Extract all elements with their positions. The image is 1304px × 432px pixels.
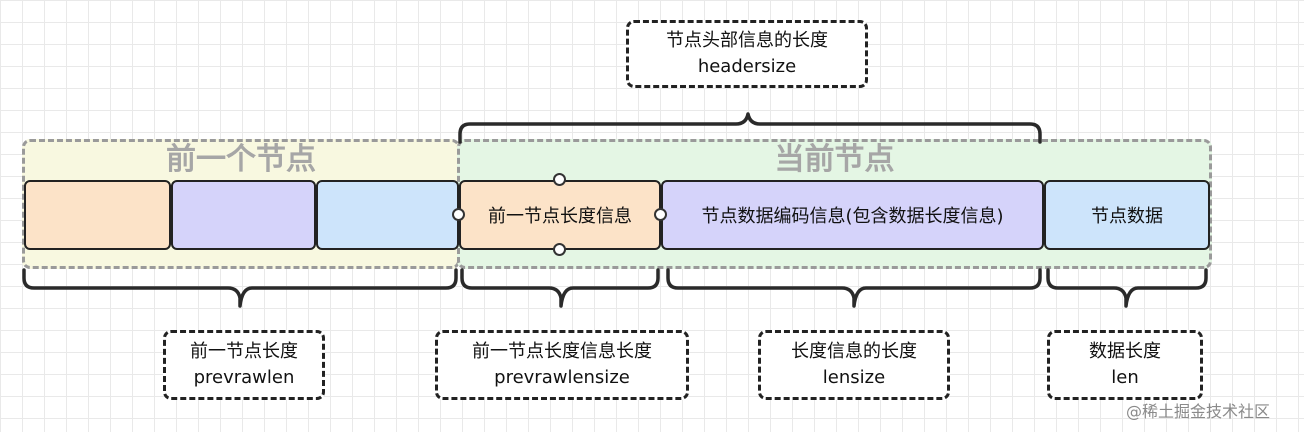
previous-node-cell-1	[24, 180, 171, 250]
headersize-note-field: headersize	[697, 56, 797, 77]
header-brace	[458, 112, 1042, 144]
selection-handle-left[interactable]	[452, 208, 465, 221]
prevrawlen-note-field: prevrawlen	[193, 367, 295, 388]
len-note-field: len	[1111, 367, 1139, 388]
headersize-note-title: 节点头部信息的长度	[666, 30, 828, 51]
prevrawlen-brace	[22, 268, 458, 308]
prevrawlensize-note-field: prevrawlensize	[494, 367, 630, 388]
lensize-note-field: lensize	[822, 367, 886, 388]
current-node-title: 当前节点	[774, 142, 895, 177]
previous-node-cell-3	[316, 180, 459, 250]
selection-handle-top[interactable]	[553, 173, 566, 186]
prevrawlensize-brace	[460, 268, 660, 308]
lensize-note: 长度信息的长度 lensize	[758, 330, 950, 400]
prev-length-info-cell[interactable]: 前一节点长度信息	[459, 180, 661, 250]
selection-handle-right[interactable]	[654, 208, 667, 221]
lensize-note-title: 长度信息的长度	[791, 341, 917, 362]
previous-node-title: 前一个节点	[166, 142, 316, 177]
previous-node-cell-2	[171, 180, 316, 250]
prevrawlen-note-title: 前一节点长度	[190, 341, 298, 362]
len-brace	[1046, 268, 1208, 308]
len-note: 数据长度 len	[1047, 330, 1203, 400]
selection-handle-bottom[interactable]	[553, 243, 566, 256]
prevrawlensize-note: 前一节点长度信息长度 prevrawlensize	[435, 330, 689, 400]
len-note-title: 数据长度	[1089, 341, 1161, 362]
prevrawlensize-note-title: 前一节点长度信息长度	[472, 341, 652, 362]
headersize-note: 节点头部信息的长度 headersize	[626, 20, 868, 88]
prevrawlen-note: 前一节点长度 prevrawlen	[163, 330, 325, 400]
node-data-cell: 节点数据	[1044, 180, 1210, 250]
watermark-text: @稀土掘金技术社区	[1126, 402, 1271, 421]
lensize-brace	[666, 268, 1042, 308]
